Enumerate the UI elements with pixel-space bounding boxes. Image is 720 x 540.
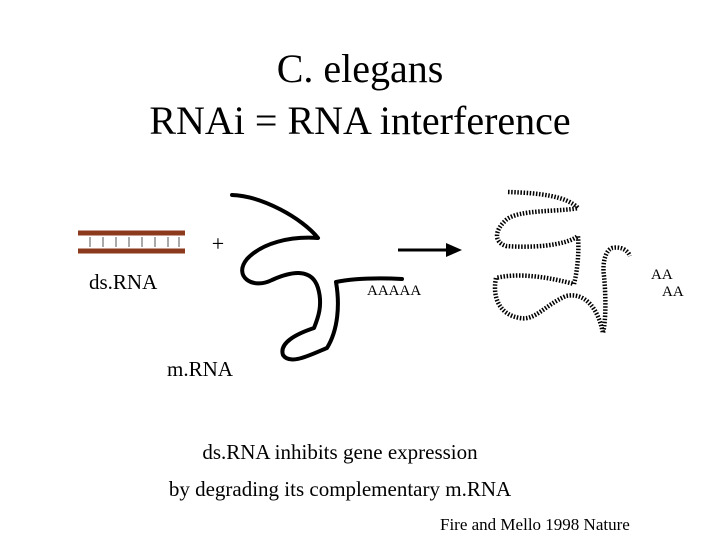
caption-line-2: by degrading its complementary m.RNA [168, 477, 512, 501]
mrna-strand [230, 193, 404, 362]
title-line-1: C. elegans [276, 46, 444, 91]
caption-line-1: ds.RNA inhibits gene expression [202, 440, 478, 464]
degraded-tail-top: AA [651, 267, 673, 283]
reaction-arrow [398, 243, 462, 257]
dsrna-base-pairs [89, 237, 180, 247]
degraded-tail-bottom: AA [662, 284, 684, 300]
dsrna-label: ds.RNA [89, 270, 158, 294]
mrna-label: m.RNA [167, 357, 234, 381]
citation: Fire and Mello 1998 Nature [440, 515, 630, 534]
title-line-2: RNAi = RNA interference [149, 98, 571, 143]
dsrna-duplex [78, 230, 185, 254]
degraded-mrna-strand [492, 189, 633, 336]
plus-sign: + [212, 231, 224, 256]
polya-tail: AAAAA [367, 283, 421, 299]
